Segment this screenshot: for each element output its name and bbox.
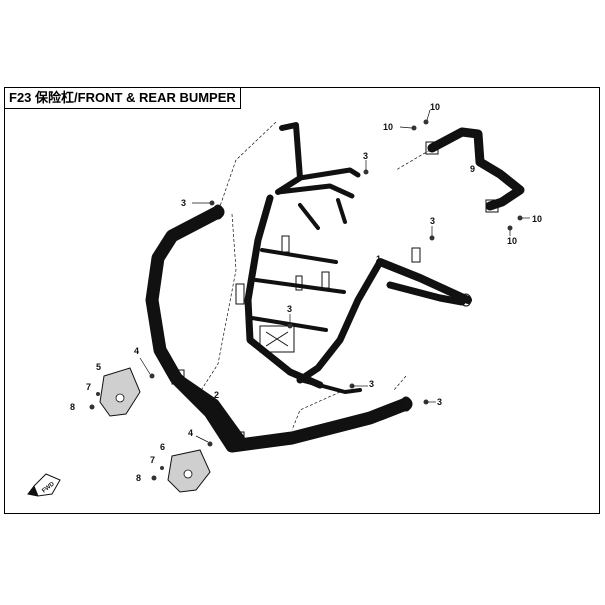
diagram-frame: F23 保险杠/FRONT & REAR BUMPER (4, 87, 600, 514)
callout-10-right: 10 (532, 214, 542, 224)
callout-3-left: 3 (181, 198, 186, 208)
callout-1: 1 (376, 254, 381, 264)
callout-10-top: 10 (430, 102, 440, 112)
callout-10-left: 10 (383, 122, 393, 132)
rear-bumper-part-9 (425, 127, 525, 213)
front-bumper-part-2 (145, 204, 413, 453)
page-title: F23 保险杠/FRONT & REAR BUMPER (5, 88, 241, 109)
guard-plate-part-5 (99, 367, 141, 417)
guard-plate-part-6 (167, 449, 211, 493)
callout-6: 6 (160, 442, 165, 452)
callout-3-right-upper: 3 (430, 216, 435, 226)
callout-7-lower: 7 (150, 455, 155, 465)
fwd-direction-icon: FWD (27, 473, 61, 497)
main-frame-part-1 (235, 122, 472, 394)
assembly-dashed-lines (199, 121, 431, 431)
callout-5: 5 (96, 362, 101, 372)
callout-3-top: 3 (363, 151, 368, 161)
callout-2: 2 (214, 390, 219, 400)
callout-4-upper: 4 (134, 346, 139, 356)
callout-3-lower: 3 (369, 379, 374, 389)
callout-4-lower: 4 (188, 428, 193, 438)
callout-10-bottom: 10 (507, 236, 517, 246)
callout-3-right-lower: 3 (437, 397, 442, 407)
fasteners (89, 109, 530, 481)
callout-3-center: 3 (287, 304, 292, 314)
callout-8-lower: 8 (136, 473, 141, 483)
callout-7-upper: 7 (86, 382, 91, 392)
callout-labels: 1 2 3 3 3 3 3 3 4 4 5 6 7 7 8 8 9 10 10 … (70, 102, 542, 483)
callout-8-upper: 8 (70, 402, 75, 412)
callout-9: 9 (470, 164, 475, 174)
